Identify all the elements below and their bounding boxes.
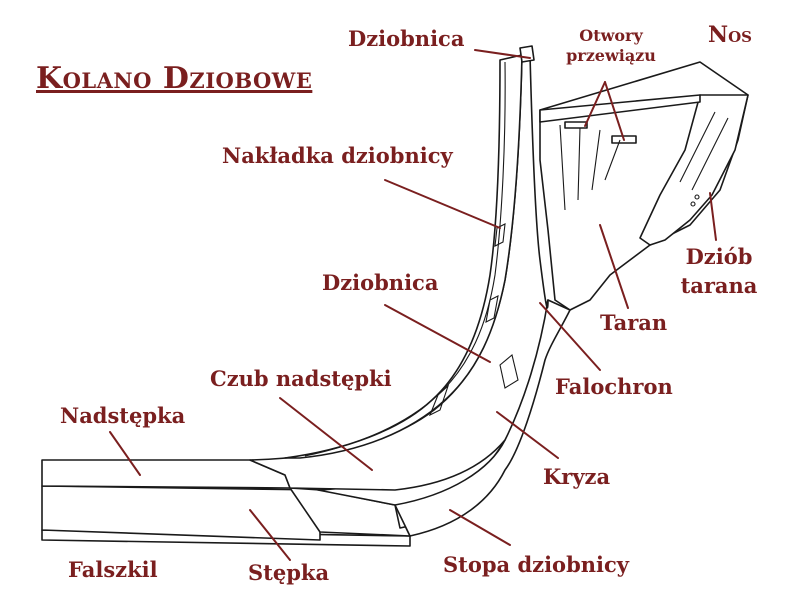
ram-beak-detail [679,111,729,191]
label-dziob-tarana: Dziób tarana [676,246,762,296]
stem-outer [394,299,571,537]
ram-rivet-1 [690,201,696,207]
leader-czub [279,397,373,471]
label-stopa-dziobnicy: Stopa dziobnicy [443,552,629,577]
label-otwory-przewiazu: Otwory przewiązu [556,28,666,64]
label-czub-nadstepki: Czub nadstępki [210,366,392,391]
label-dziobnica-top: Dziobnica [348,26,465,51]
keelson [41,459,291,489]
diagram-title: Kolano Dziobowe [36,61,313,96]
stem-head [519,45,535,63]
leader-nakladka [384,179,501,229]
label-otwory-line2: przewiązu [566,46,656,65]
label-falszkil: Falszkil [68,557,158,582]
deck-beam [539,94,701,123]
leader-otwory-2 [604,81,625,141]
stem-scarf-4 [499,354,519,389]
label-nadstepka: Nadstępka [60,403,186,428]
stem-scarf-1 [494,223,506,247]
leader-falochron [539,302,601,371]
ram-rivet-2 [694,194,700,200]
label-falochron: Falochron [555,374,673,399]
stem-scarf-3 [428,384,450,417]
leader-stepka [249,509,291,561]
leader-lines [109,49,717,561]
ram-inner-ribs [559,124,621,211]
leader-stopa [449,509,511,546]
leader-dziobnica-top [474,49,531,59]
leader-kryza [496,411,559,459]
label-kryza: Kryza [543,464,611,489]
keel [41,485,321,541]
label-dziob-line1: Dziób [685,244,753,269]
label-nakladka-dziobnicy: Nakładka dziobnicy [222,143,453,168]
leader-dziobnica-mid [384,304,491,363]
label-nos: Nos [708,22,753,48]
apron-inner-line [304,61,506,457]
leader-dziob [709,192,717,241]
label-taran: Taran [600,310,668,335]
keel-assembly [41,459,411,547]
tie-hole-1 [564,121,588,129]
stem-apron [284,54,523,459]
stem-scarf-2 [485,295,499,323]
label-dziobnica-mid: Dziobnica [322,270,439,295]
leader-taran [599,224,629,309]
leader-nadstepka [109,431,141,476]
leader-otwory-1 [584,81,606,127]
ram-structure [539,61,749,311]
label-dziob-line2: tarana [680,273,758,298]
label-stepka: Stępka [248,560,330,585]
label-otwory-line1: Otwory [579,26,643,45]
